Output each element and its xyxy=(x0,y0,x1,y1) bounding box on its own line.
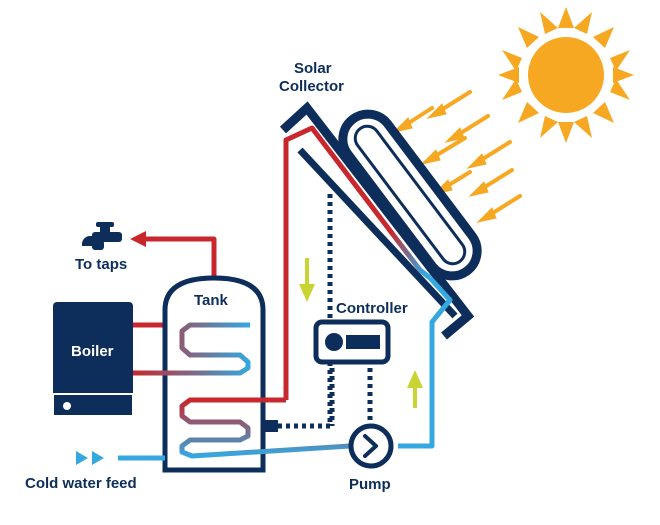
controller-label: Controller xyxy=(336,300,408,317)
flow-arrows xyxy=(299,258,423,408)
to-taps-label: To taps xyxy=(75,256,128,273)
tank-label: Tank xyxy=(194,292,228,309)
pump-label: Pump xyxy=(349,476,391,493)
tank-sensor xyxy=(262,420,278,432)
cold-water-feed xyxy=(76,451,165,465)
tank xyxy=(133,275,351,473)
controller-icon xyxy=(313,319,391,365)
solar-collector-label-line2: Collector xyxy=(279,78,345,95)
boiler-icon xyxy=(52,302,134,417)
cold-water-feed-label: Cold water feed xyxy=(25,475,137,492)
boiler-label: Boiler xyxy=(71,343,114,360)
sun-rays xyxy=(392,90,522,223)
solar-collector-label-line1: Solar xyxy=(294,60,332,77)
solar-collector xyxy=(279,101,482,340)
arrow-icon xyxy=(130,231,146,247)
tap-icon xyxy=(82,222,122,250)
sun-icon xyxy=(498,7,634,143)
sensor-wiring xyxy=(278,190,373,429)
pump-icon xyxy=(348,423,394,469)
